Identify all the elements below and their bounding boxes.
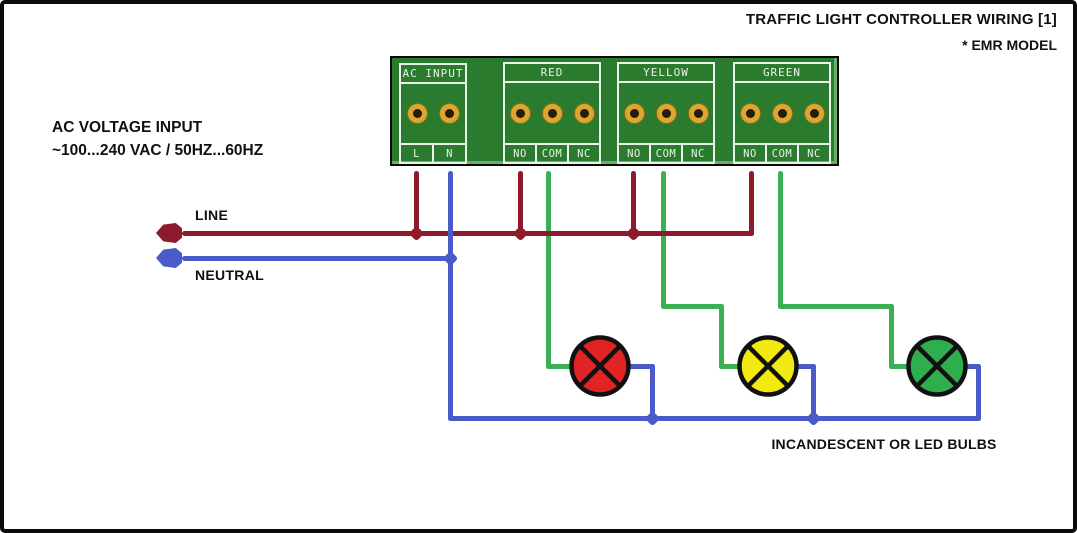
terminal-cell-l: L — [413, 147, 420, 160]
wire-green-no-drop — [749, 171, 754, 236]
neutral-label: NEUTRAL — [195, 267, 264, 283]
terminal-cell-com: COM — [765, 145, 797, 162]
wire-green-com-drop — [778, 171, 783, 309]
page-title: TRAFFIC LIGHT CONTROLLER WIRING [1] — [745, 11, 1057, 28]
junction-dot-neutral-n — [442, 250, 459, 267]
terminal-cell-nc: NC — [797, 145, 829, 162]
neutral-arrow-marker — [156, 248, 182, 268]
bulbs-caption: INCANDESCENT OR LED BULBS — [771, 436, 997, 452]
terminal-cell-com: COM — [535, 145, 567, 162]
terminal-cells: L N — [401, 143, 465, 162]
terminal-block-pcb: AC INPUT L N RED NO COM NC — [390, 56, 839, 166]
terminal-pins — [401, 84, 465, 143]
section-label: RED — [505, 64, 599, 83]
model-note: * EMR MODEL — [962, 37, 1057, 53]
wire-red-bulb-return-stub — [628, 364, 655, 369]
junction-dot-line-l — [408, 225, 425, 242]
wire-green-bulb-return-drop — [976, 364, 981, 421]
terminal-pins — [735, 83, 829, 143]
terminal-pin-com — [541, 102, 563, 124]
ac-voltage-note-line1: AC VOLTAGE INPUT — [52, 119, 203, 136]
wire-yellow-com-drop — [661, 171, 666, 309]
wire-red-bulb-return-drop — [650, 364, 655, 421]
terminal-pin-nc — [573, 102, 595, 124]
wire-red-no-drop — [518, 171, 523, 236]
terminal-cells: NO COM NC — [735, 143, 829, 162]
terminal-cell-no: NO — [513, 147, 527, 160]
terminal-cell-com: COM — [649, 145, 681, 162]
line-label: LINE — [195, 207, 229, 223]
terminal-section-yellow: YELLOW NO COM NC — [617, 62, 715, 164]
wire-n-drop — [448, 171, 453, 421]
wire-yellow-bulb-return-drop — [811, 364, 816, 421]
wire-red-com-stub — [546, 364, 574, 369]
terminal-cell-nc: NC — [681, 145, 713, 162]
section-label: GREEN — [735, 64, 829, 83]
wire-red-com-drop — [546, 171, 551, 369]
terminal-cell-no: NO — [627, 147, 641, 160]
wire-green-com-jog-v — [889, 304, 894, 369]
terminal-section-ac-input: AC INPUT L N — [399, 63, 467, 164]
terminal-pin-no — [623, 102, 645, 124]
terminal-cell-nc: NC — [567, 145, 599, 162]
wire-l-drop — [414, 171, 419, 236]
terminal-pin-com — [771, 102, 793, 124]
wire-yellow-bulb-return-stub — [796, 364, 816, 369]
wire-yellow-com-stub — [719, 364, 742, 369]
wire-neutral-bus — [182, 256, 452, 261]
terminal-cells: NO COM NC — [505, 143, 599, 162]
wire-yellow-com-jog-v — [719, 304, 724, 369]
red-bulb — [569, 335, 631, 397]
line-arrow-marker — [156, 223, 182, 243]
terminal-cell-n: N — [432, 145, 465, 162]
terminal-pin-nc — [687, 102, 709, 124]
terminal-pin-no — [739, 102, 761, 124]
junction-dot-line-red — [512, 225, 529, 242]
section-label: YELLOW — [619, 64, 713, 83]
terminal-cells: NO COM NC — [619, 143, 713, 162]
terminal-pin-n — [438, 103, 460, 124]
terminal-section-red: RED NO COM NC — [503, 62, 601, 164]
wire-yellow-com-jog-h — [661, 304, 724, 309]
wire-return-bus — [448, 416, 981, 421]
wire-green-com-jog-h — [778, 304, 894, 309]
terminal-section-green: GREEN NO COM NC — [733, 62, 831, 164]
terminal-cell-no: NO — [743, 147, 757, 160]
green-bulb — [906, 335, 968, 397]
terminal-pin-nc — [803, 102, 825, 124]
terminal-pins — [619, 83, 713, 143]
junction-dot-line-yellow — [625, 225, 642, 242]
wire-green-bulb-return-stub — [964, 364, 981, 369]
wire-line-bus — [182, 231, 754, 236]
yellow-bulb — [737, 335, 799, 397]
terminal-pin-no — [509, 102, 531, 124]
ac-voltage-note: AC VOLTAGE INPUT ~100...240 VAC / 50HZ..… — [52, 116, 263, 162]
wire-green-com-stub — [889, 364, 911, 369]
terminal-pins — [505, 83, 599, 143]
section-label: AC INPUT — [401, 65, 465, 84]
terminal-pin-com — [655, 102, 677, 124]
wire-yellow-no-drop — [631, 171, 636, 236]
terminal-pin-l — [406, 103, 428, 124]
header: TRAFFIC LIGHT CONTROLLER WIRING [1] * EM… — [746, 11, 1057, 53]
ac-voltage-note-line2: ~100...240 VAC / 50HZ...60HZ — [52, 142, 264, 159]
junction-dot-return-red — [644, 410, 661, 427]
junction-dot-return-yellow — [805, 410, 822, 427]
